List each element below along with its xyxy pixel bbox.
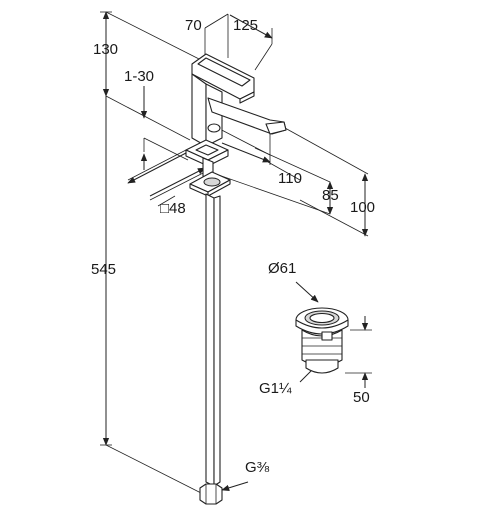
faucet-body bbox=[185, 53, 287, 505]
dim-waste-height: 50 bbox=[353, 389, 370, 406]
dim-waste-diameter: Ø61 bbox=[268, 260, 296, 277]
dim-waste-thread: G1¼ bbox=[259, 380, 292, 397]
dim-545: 545 bbox=[91, 261, 116, 278]
dim-125: 125 bbox=[233, 17, 258, 34]
dim-1-30: 1-30 bbox=[124, 68, 154, 85]
dim-hose-thread: G⅜ bbox=[245, 459, 270, 476]
dimension-labels: 70 125 130 1-30 110 85 100 545 □48 Ø61 G… bbox=[91, 17, 375, 476]
waste-valve bbox=[295, 307, 349, 374]
dimension-lines bbox=[100, 11, 372, 496]
dim-100: 100 bbox=[350, 199, 375, 216]
dim-70: 70 bbox=[185, 17, 202, 34]
dim-110: 110 bbox=[278, 170, 302, 187]
dim-base-48: □48 bbox=[160, 200, 186, 217]
dim-130: 130 bbox=[93, 41, 118, 58]
dim-85: 85 bbox=[322, 187, 339, 204]
